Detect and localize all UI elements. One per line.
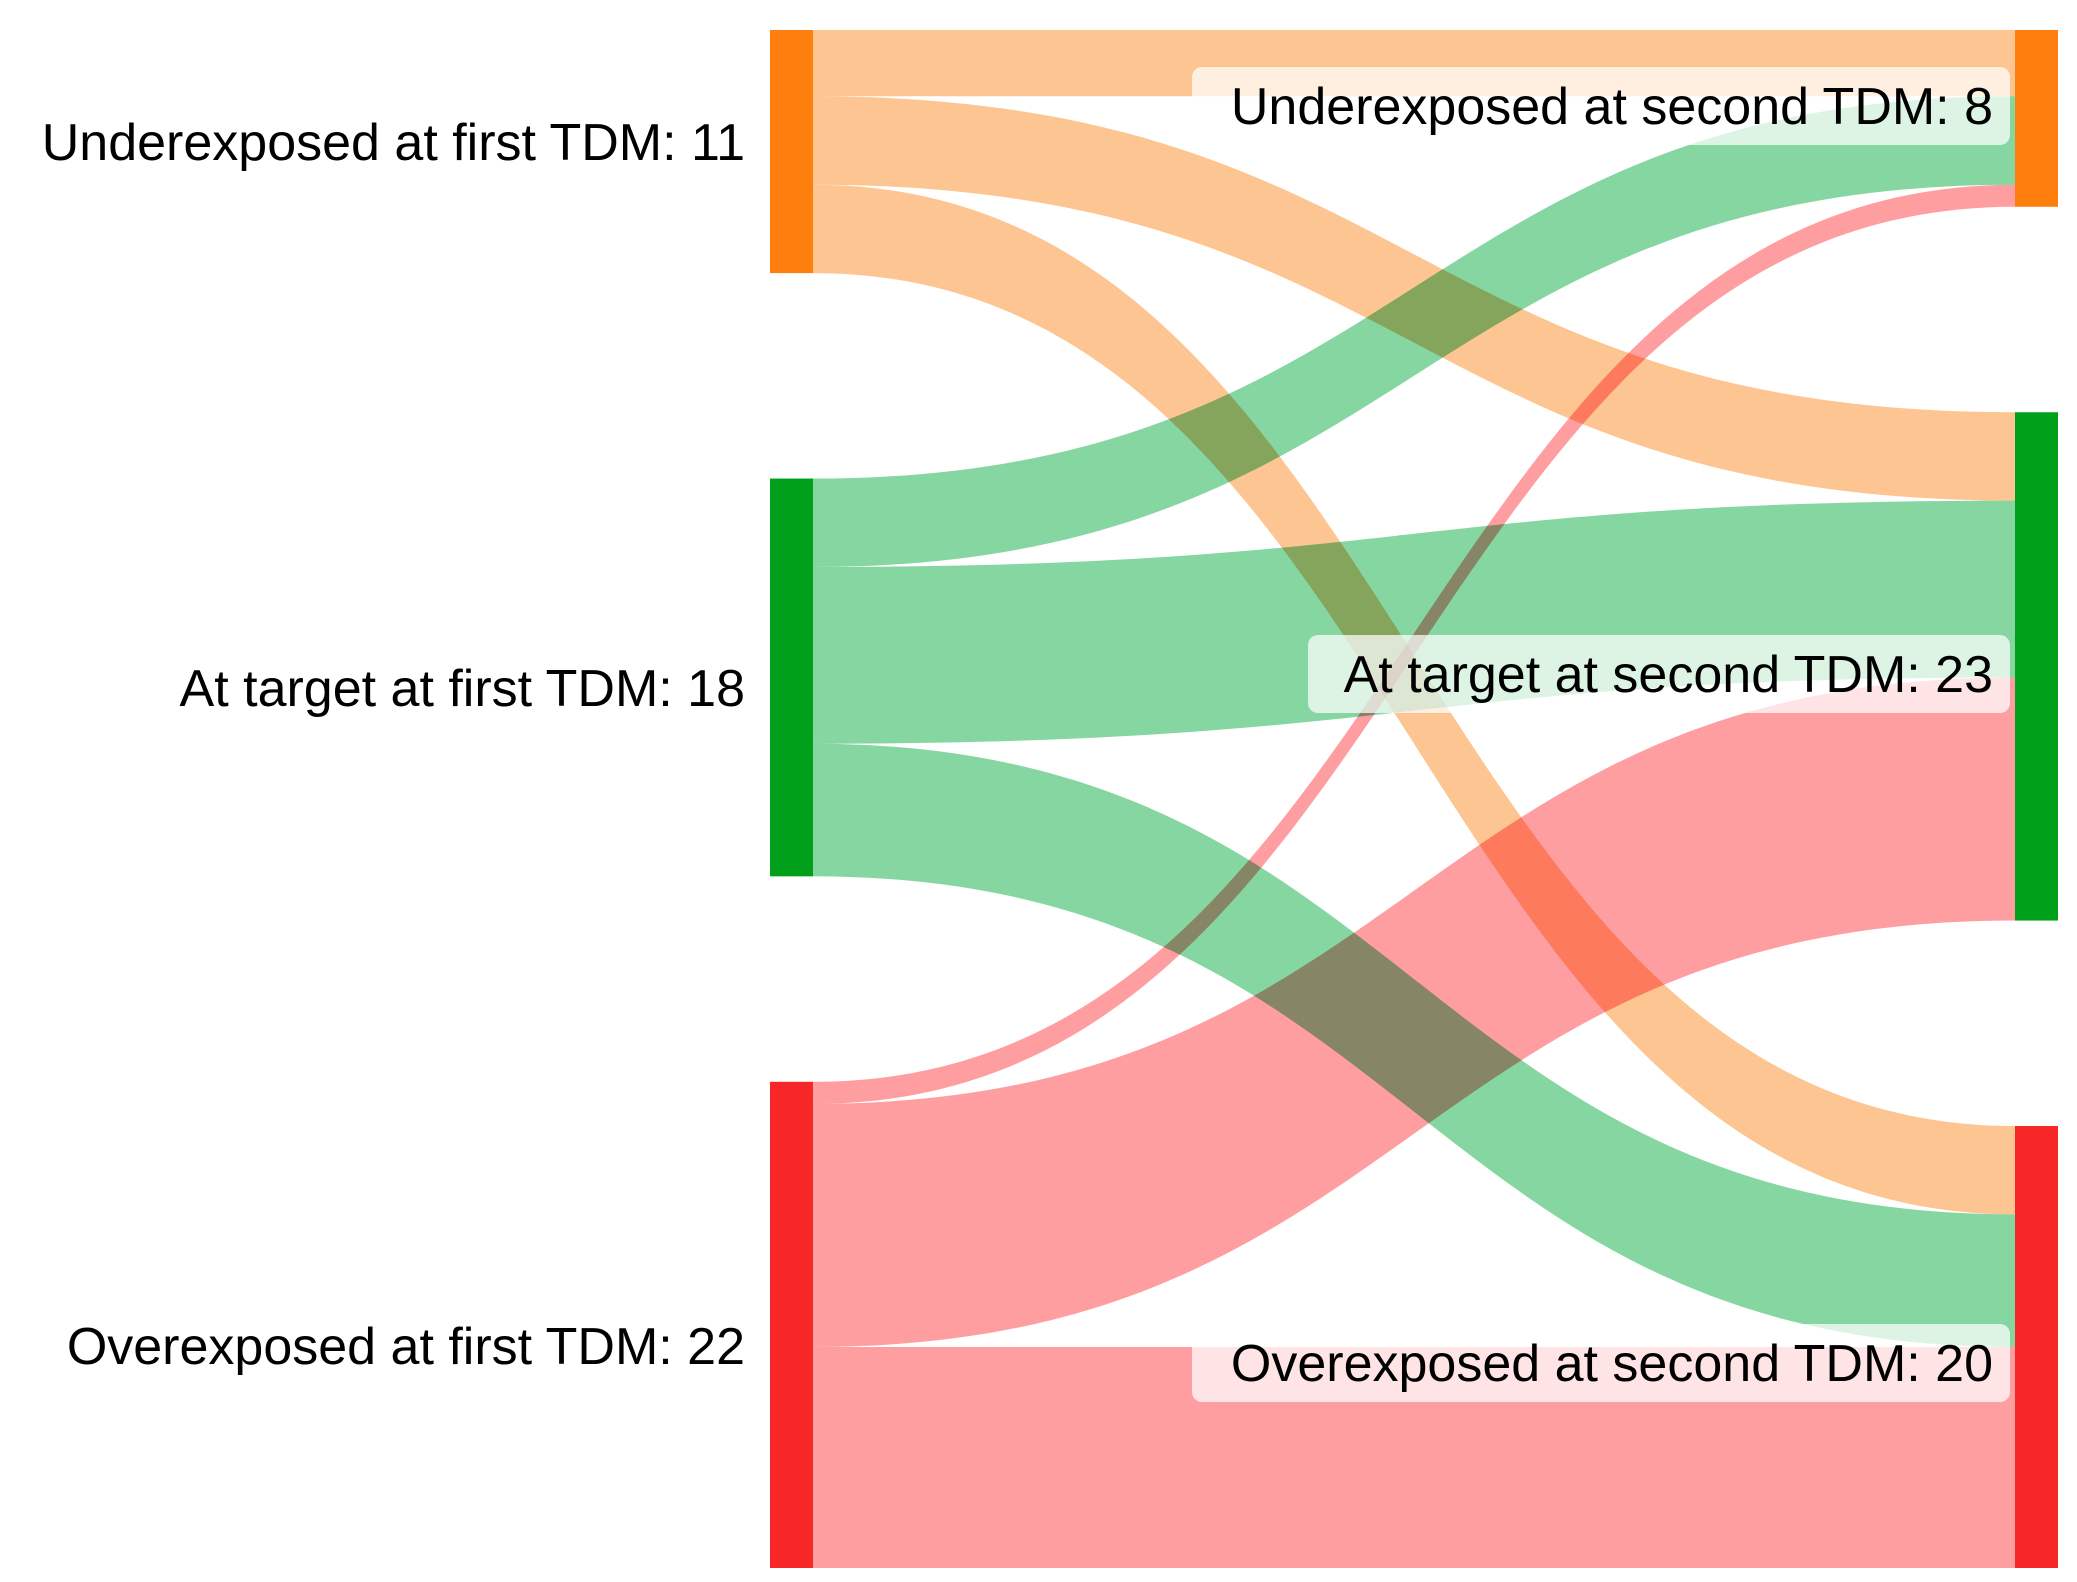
nodes-layer [770,30,2058,1568]
node-bar-t2 [2015,412,2058,921]
node-label-underexposed-second: Underexposed at second TDM: 8 [1231,78,1993,136]
node-bar-o1 [770,1081,813,1568]
node-bar-t1 [770,478,813,877]
node-label-overexposed-second: Overexposed at second TDM: 20 [1231,1335,1993,1393]
node-bar-u1 [770,30,813,274]
link-o1-to-o2 [813,1347,2015,1568]
node-label-overexposed-first: Overexposed at first TDM: 22 [67,1318,745,1376]
link-o1-to-t2 [813,677,2015,1347]
node-bar-u2 [2015,30,2058,207]
label-bg-underexposed-second [1192,67,2010,145]
label-bg-at-target-second [1308,635,2010,713]
node-label-underexposed-first: Underexposed at first TDM: 11 [42,114,745,172]
label-bg-overexposed-second [1192,1324,2010,1402]
link-t1-to-u2 [813,96,2015,567]
node-label-at-target-second: At target at second TDM: 23 [1344,646,1993,704]
node-bar-o2 [2015,1126,2058,1568]
labels-layer: Underexposed at first TDM: 11 At target … [42,67,2010,1402]
node-label-at-target-first: At target at first TDM: 18 [180,660,745,718]
